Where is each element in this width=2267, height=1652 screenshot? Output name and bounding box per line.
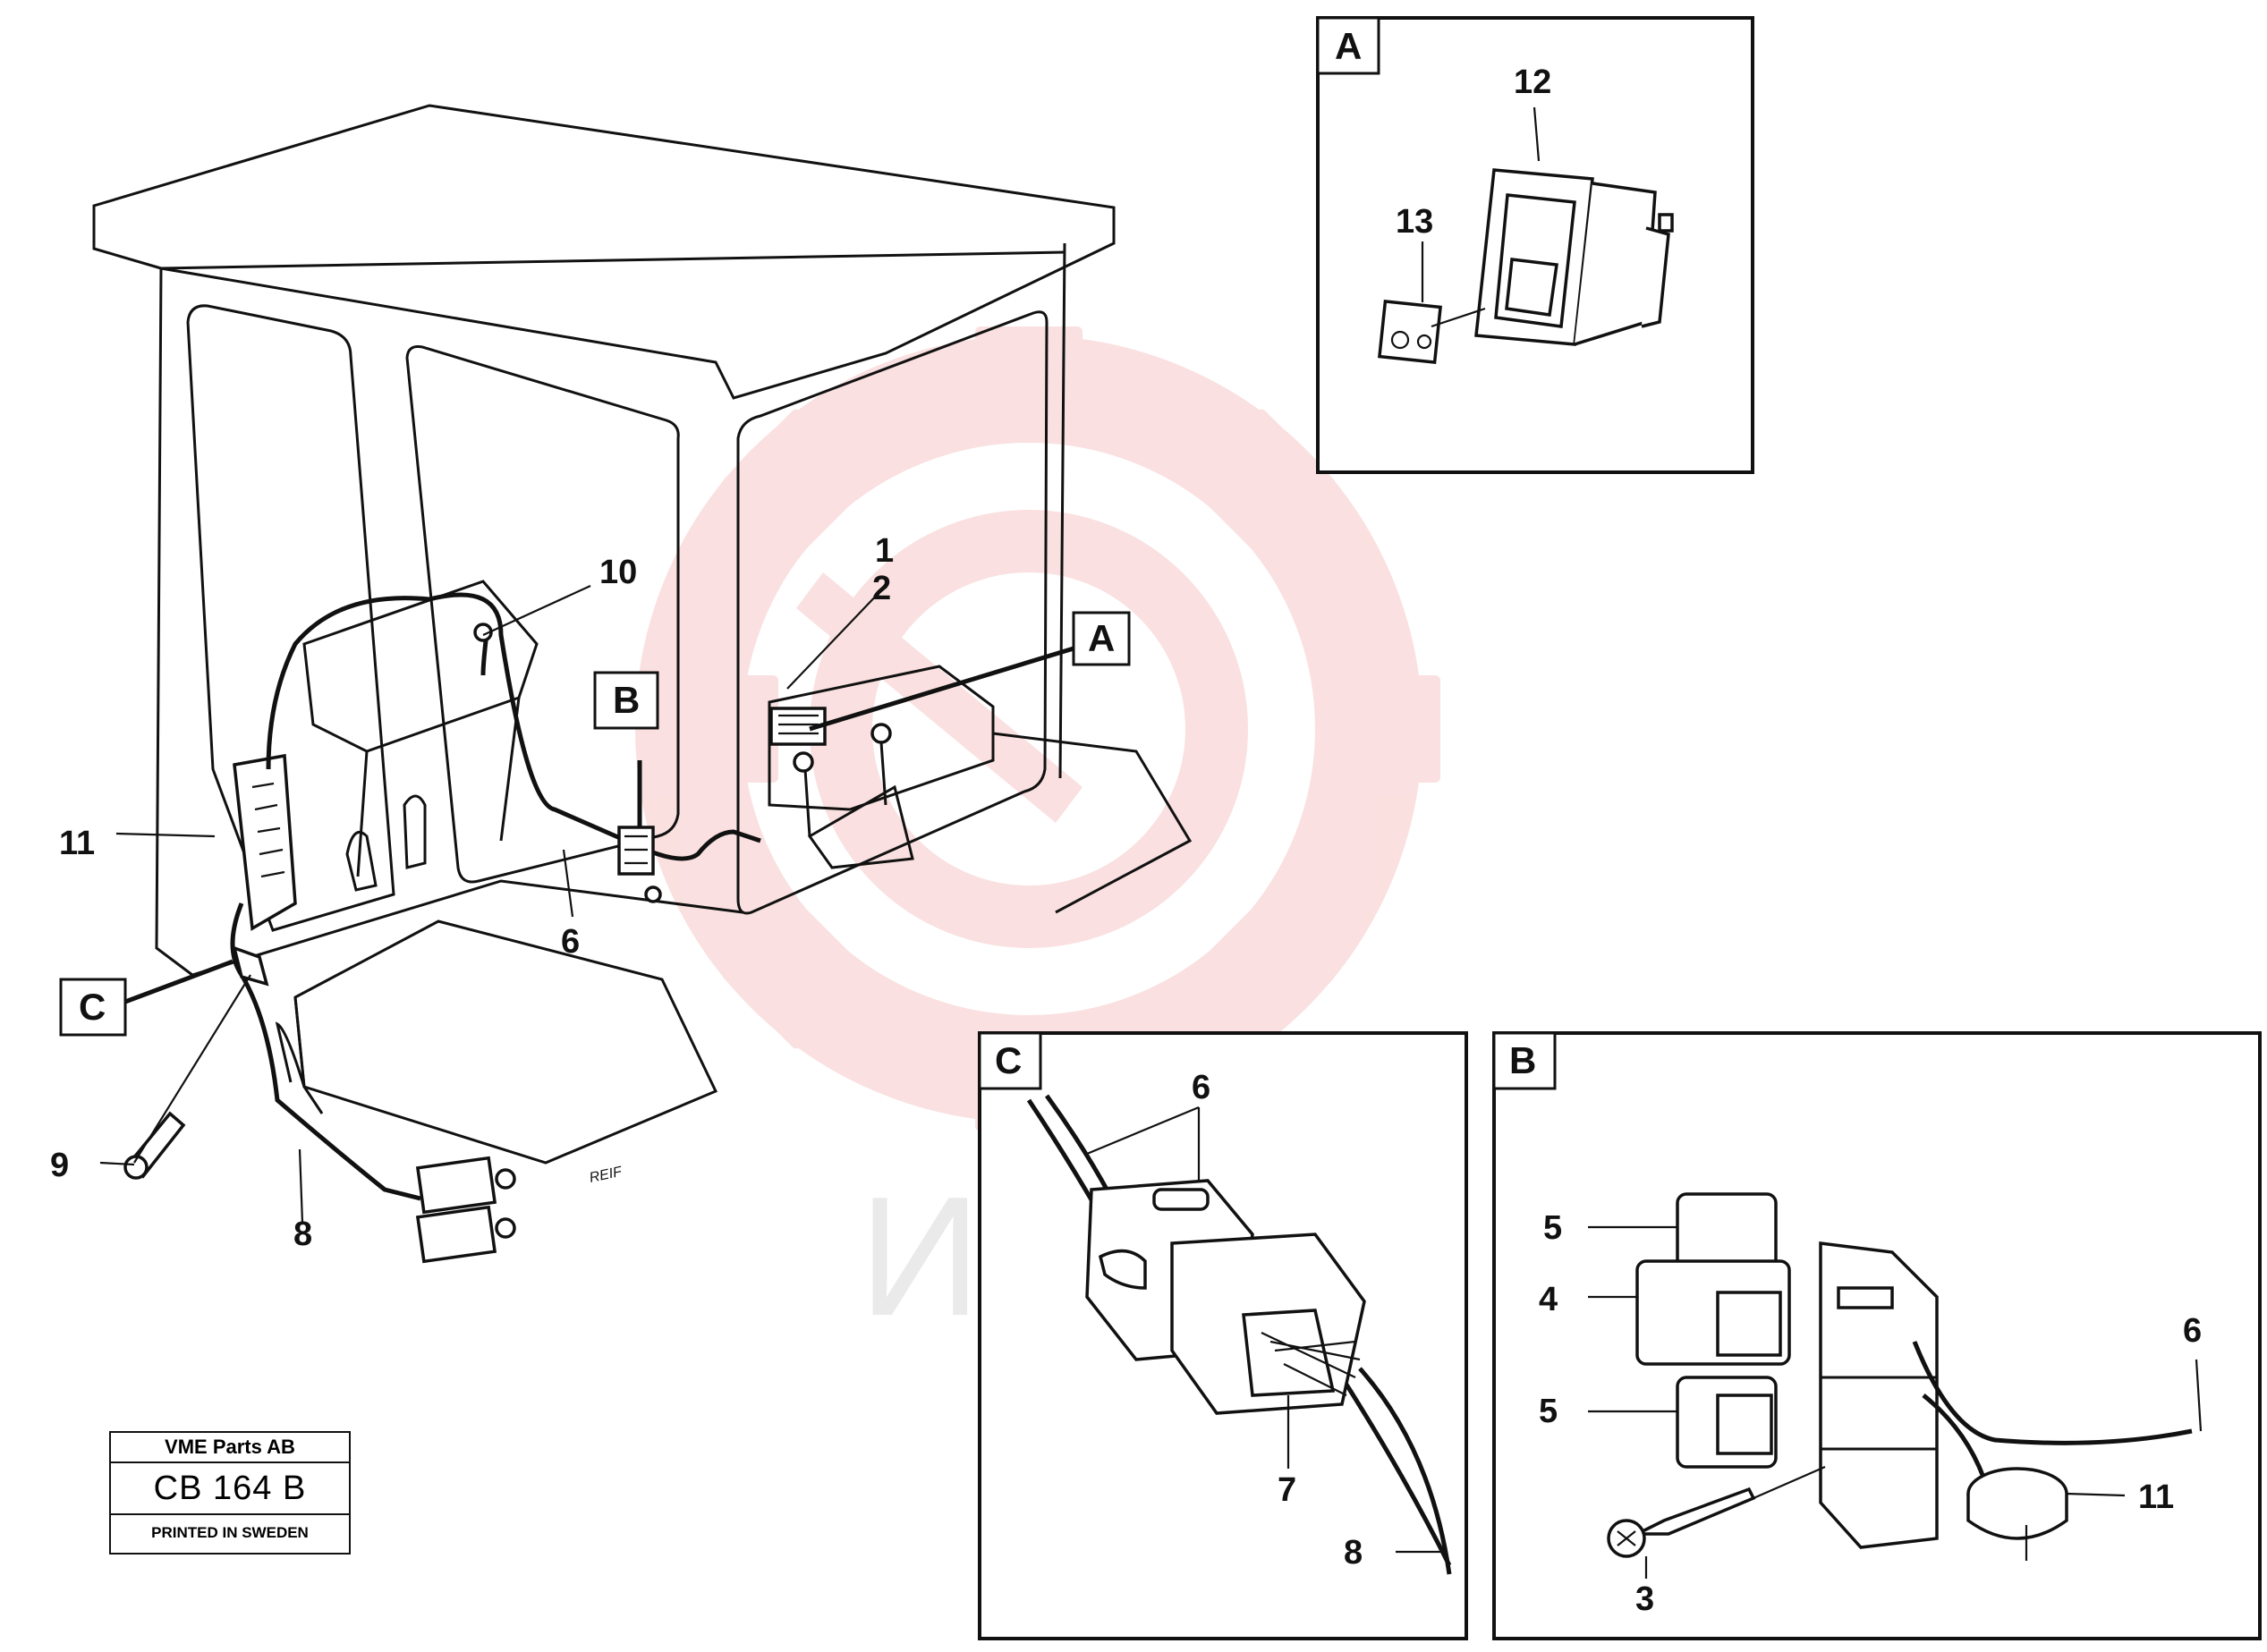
svg-text:B: B xyxy=(1509,1039,1536,1081)
callout-2: 2 xyxy=(872,570,891,607)
callout-6-detail-c: 6 xyxy=(1192,1069,1210,1106)
callout-7: 7 xyxy=(1278,1471,1296,1509)
detail-ref-c: C xyxy=(59,978,127,1037)
callout-11: 11 xyxy=(59,825,95,862)
svg-text:C: C xyxy=(79,986,106,1028)
callout-4: 4 xyxy=(1539,1281,1558,1318)
callout-5-bottom: 5 xyxy=(1539,1393,1558,1430)
title-block-printed: PRINTED IN SWEDEN xyxy=(151,1524,309,1541)
callout-8: 8 xyxy=(293,1216,312,1253)
svg-text:C: C xyxy=(995,1039,1022,1081)
callout-8-detail-c: 8 xyxy=(1344,1534,1363,1572)
callout-6: 6 xyxy=(561,923,580,961)
callout-3: 3 xyxy=(1635,1580,1654,1618)
callout-6-detail-b: 6 xyxy=(2183,1312,2202,1350)
title-block-company: VME Parts AB xyxy=(111,1433,349,1463)
callout-13: 13 xyxy=(1396,203,1433,241)
title-block-code: CB 164 B xyxy=(111,1463,349,1515)
callout-10: 10 xyxy=(599,554,637,591)
callout-9: 9 xyxy=(50,1147,69,1184)
callout-5-top: 5 xyxy=(1543,1209,1562,1247)
detail-b-panel: B 5 4 5 3 6 11 xyxy=(1492,1031,2262,1640)
svg-text:B: B xyxy=(613,679,640,721)
callout-11-detail-b: 11 xyxy=(2138,1478,2174,1516)
callout-1: 1 xyxy=(875,532,894,570)
detail-ref-a: A xyxy=(1072,611,1131,666)
main-view-callouts: 1 2 10 11 6 9 8 xyxy=(50,532,894,1253)
fender-mark-text: REIF xyxy=(588,1164,624,1185)
leader-lines xyxy=(99,585,1074,1224)
detail-c-panel: C 6 7 8 xyxy=(978,1031,1468,1640)
callout-12: 12 xyxy=(1514,64,1551,101)
svg-text:A: A xyxy=(1335,25,1362,67)
title-block: VME Parts AB CB 164 B PRINTED IN SWEDEN xyxy=(109,1431,351,1555)
svg-text:A: A xyxy=(1088,617,1115,659)
detail-a-panel: A 12 13 xyxy=(1316,16,1754,474)
detail-ref-b: B xyxy=(593,671,659,730)
